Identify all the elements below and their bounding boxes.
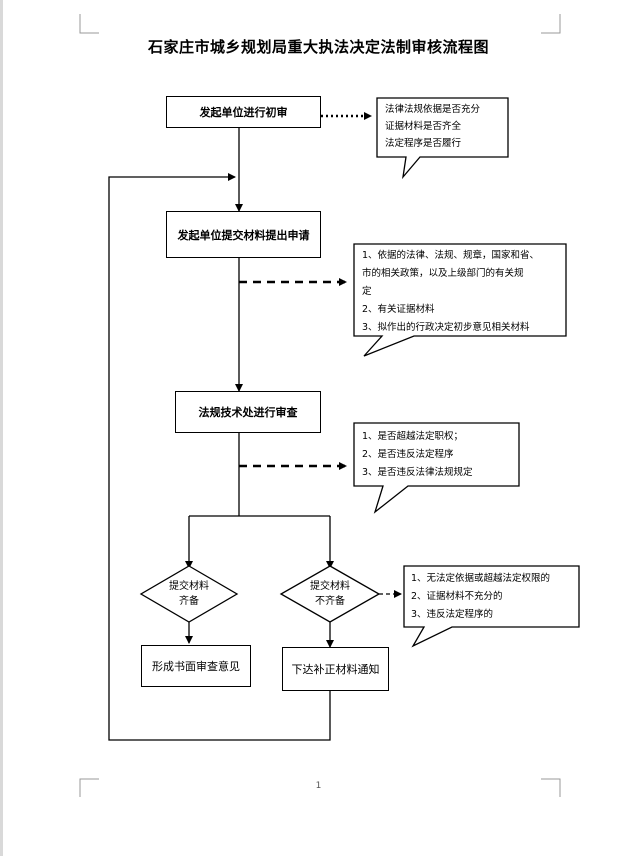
callout-shape-insufficient — [403, 565, 580, 648]
decision-diamond-incomplete — [279, 565, 381, 623]
callout-initial-review: 法律法规依据是否充分 证据材料是否齐全 法定程序是否履行 — [385, 101, 480, 152]
callout-shape-review — [353, 422, 520, 514]
callout-line: 定 — [362, 286, 372, 297]
decision-incomplete-line-1: 提交材料 — [310, 581, 350, 592]
crop-marks — [79, 14, 561, 797]
callout-shape-initial-review — [376, 97, 509, 180]
callout-line: 3、违反法定程序的 — [411, 609, 494, 620]
decision-diamond-complete — [139, 565, 239, 623]
step-legal-review-label: 法规技术处进行审查 — [198, 406, 298, 419]
step-submit-application-box: 发起单位提交材料提出申请 — [166, 211, 321, 258]
callout-line: 市的相关政策，以及上级部门的有关规 — [362, 268, 524, 279]
callout-shape-application — [353, 243, 567, 357]
outcome-supplement-notice-box: 下达补正材料通知 — [282, 647, 389, 691]
step-initial-review-label: 发起单位进行初审 — [199, 106, 288, 119]
callout-line: 3、拟作出的行政决定初步意见相关材料 — [362, 322, 530, 333]
dashed-connectors — [239, 112, 402, 598]
callout-line: 法定程序是否履行 — [385, 138, 462, 149]
step-initial-review-box: 发起单位进行初审 — [166, 96, 321, 128]
document-title: 石家庄市城乡规划局重大执法决定法制审核流程图 — [147, 38, 489, 56]
outcome-written-opinion-box: 形成书面审查意见 — [141, 645, 251, 687]
callout-line: 3、是否违反法律法规规定 — [362, 467, 473, 478]
decision-incomplete-label: 提交材料 不齐备 — [290, 579, 370, 609]
callout-insufficient: 1、无法定依据或超越法定权限的 2、证据材料不充分的 3、违反法定程序的 — [411, 570, 550, 624]
callout-line: 证据材料是否齐全 — [385, 121, 462, 132]
callout-line: 1、依据的法律、法规、规章，国家和省、 — [362, 250, 540, 261]
decision-complete-line-1: 提交材料 — [169, 581, 209, 592]
step-legal-review-box: 法规技术处进行审查 — [175, 391, 321, 433]
callout-review: 1、是否超越法定职权； 2、是否违反法定程序 3、是否违反法律法规规定 — [362, 428, 473, 482]
outcome-supplement-notice-label: 下达补正材料通知 — [291, 663, 380, 676]
callout-line: 法律法规依据是否充分 — [385, 104, 481, 115]
step-submit-application-label: 发起单位提交材料提出申请 — [177, 228, 310, 242]
page-edge — [0, 0, 3, 856]
decision-incomplete-line-2: 不齐备 — [315, 596, 345, 607]
outcome-written-opinion-label: 形成书面审查意见 — [152, 660, 240, 673]
callout-application: 1、依据的法律、法规、规章，国家和省、 市的相关政策，以及上级部门的有关规 定 … — [362, 247, 539, 337]
callout-line: 2、是否违反法定程序 — [362, 449, 454, 460]
decision-complete-label: 提交材料 齐备 — [149, 579, 229, 609]
callout-line: 1、是否超越法定职权； — [362, 431, 464, 442]
connector-lines — [108, 128, 334, 741]
decision-complete-line-2: 齐备 — [179, 596, 199, 607]
page-number: 1 — [315, 781, 322, 791]
callout-line: 2、证据材料不充分的 — [411, 591, 503, 602]
callout-line: 2、有关证据材料 — [362, 304, 435, 315]
callout-line: 1、无法定依据或超越法定权限的 — [411, 573, 551, 584]
